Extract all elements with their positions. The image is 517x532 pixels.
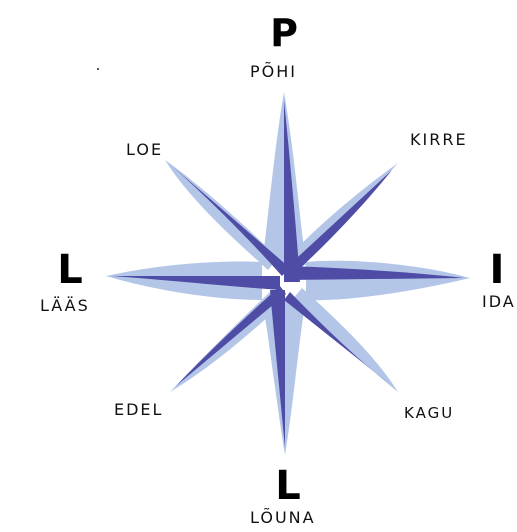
northeast-label: KIRRE	[410, 132, 468, 148]
south-word: LÕUNA	[250, 510, 316, 526]
northwest-point-light	[165, 160, 278, 270]
west-word: LÄÄS	[40, 298, 90, 314]
stray-dot	[97, 68, 99, 70]
south-point-dark	[270, 290, 285, 448]
northeast-point-dark	[286, 170, 392, 276]
east-point-light	[306, 261, 470, 300]
south-letter: L	[270, 466, 306, 506]
northwest-label: LOE	[126, 142, 163, 158]
north-word: PÕHI	[250, 64, 297, 80]
southwest-label: EDEL	[114, 402, 163, 418]
east-letter: I	[482, 250, 512, 290]
east-word: IDA	[482, 294, 516, 310]
north-letter: P	[266, 14, 302, 52]
west-letter: L	[52, 250, 88, 290]
north-point-dark	[284, 100, 300, 282]
southeast-label: KAGU	[404, 406, 454, 421]
southeast-point-light	[292, 288, 398, 392]
